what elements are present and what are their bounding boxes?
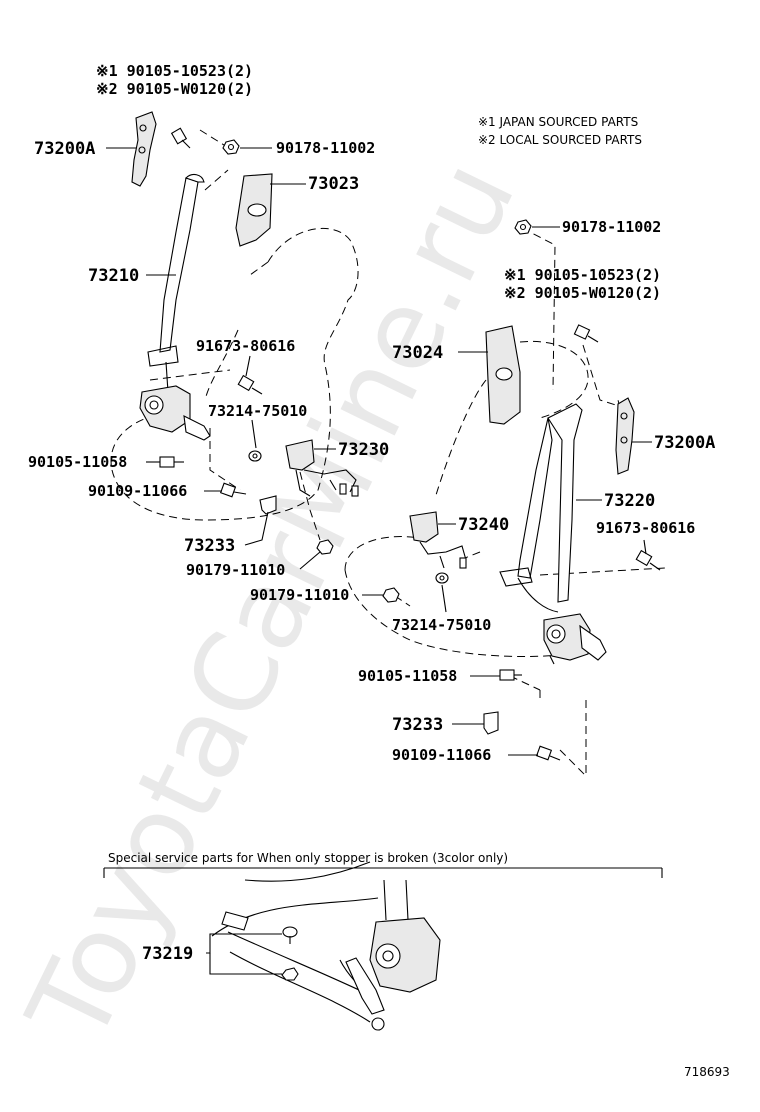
- diagram-id: 718693: [684, 1065, 730, 1079]
- right-bolt-j-label: ※1 90105-10523(2): [504, 266, 661, 284]
- right-pillar-cover: [485, 325, 521, 425]
- right-nut-90179-label: 90179-11010: [250, 586, 349, 604]
- left-nut-90179-icon: [316, 539, 334, 555]
- right-bolt-90109-icon: [535, 745, 561, 761]
- right-nut-90179-icon: [382, 587, 400, 603]
- left-seat-outline: [110, 227, 359, 521]
- service-part-label: 73219: [142, 944, 193, 964]
- right-washer-label: 73214-75010: [392, 616, 491, 634]
- right-washer-icon: [435, 572, 449, 584]
- right-buckle-label: 73240: [458, 515, 509, 535]
- left-bolt-j-label: ※1 90105-10523(2): [96, 62, 253, 80]
- left-seat-detail: [204, 261, 269, 401]
- service-belt-illustration: [211, 861, 441, 1031]
- right-seat-outline: [344, 340, 589, 657]
- left-bolt-90105-label: 90105-11058: [28, 453, 127, 471]
- service-parts-bracket: [103, 867, 663, 878]
- left-buckle: [285, 439, 359, 497]
- left-anchor-plate: [131, 111, 157, 187]
- left-seat-belt-webbing: [147, 173, 205, 393]
- stopper-clip-icon: [281, 967, 299, 981]
- left-clip-icon: [259, 495, 277, 515]
- right-anchor-plate: [615, 397, 635, 475]
- legend-japan: ※1 JAPAN SOURCED PARTS: [478, 115, 638, 129]
- right-top-bolt-icon: [573, 324, 599, 343]
- right-anchor-label: 73200A: [654, 433, 715, 453]
- right-bolt-91673-label: 91673-80616: [596, 519, 695, 537]
- left-buckle-label: 73230: [338, 440, 389, 460]
- service-callout-lines: [206, 933, 282, 975]
- right-top-nut-icon: [514, 219, 532, 235]
- left-bolt-91673-label: 91673-80616: [196, 337, 295, 355]
- left-top-nut-icon: [222, 139, 240, 155]
- left-bolt-91673-icon: [237, 374, 263, 395]
- left-washer-label: 73214-75010: [208, 402, 307, 420]
- left-callout-lines: [106, 147, 336, 570]
- left-anchor-label: 73200A: [34, 139, 95, 159]
- right-bolt-90105-label: 90105-11058: [358, 667, 457, 685]
- right-nut-top-label: 90178-11002: [562, 218, 661, 236]
- left-cover-label: 73023: [308, 174, 359, 194]
- left-bolt-90109-label: 90109-11066: [88, 482, 187, 500]
- left-retractor: [139, 385, 211, 441]
- left-clip-label: 73233: [184, 536, 235, 556]
- left-washer-icon: [248, 450, 262, 462]
- right-belt-label: 73220: [604, 491, 655, 511]
- left-top-bolt-icon: [170, 127, 191, 149]
- stopper-button-icon: [221, 911, 298, 944]
- right-buckle: [409, 511, 467, 569]
- right-clip-label: 73233: [392, 715, 443, 735]
- right-clip-icon: [483, 711, 499, 735]
- right-callout-lines: [362, 226, 652, 756]
- left-nut-90179-label: 90179-11010: [186, 561, 285, 579]
- left-belt-label: 73210: [88, 266, 139, 286]
- left-bolt-l-label: ※2 90105-W0120(2): [96, 80, 253, 98]
- left-bolt-90109-icon: [219, 482, 247, 498]
- right-bolt-90109-label: 90109-11066: [392, 746, 491, 764]
- right-seat-belt-webbing: [499, 403, 583, 613]
- service-caption: Special service parts for When only stop…: [108, 851, 508, 865]
- left-leader-lines: [149, 129, 321, 541]
- left-nut-top-label: 90178-11002: [276, 139, 375, 157]
- right-cover-label: 73024: [392, 343, 443, 363]
- right-retractor: [543, 613, 607, 665]
- left-bolt-90105-icon: [159, 456, 184, 468]
- legend-local: ※2 LOCAL SOURCED PARTS: [478, 133, 642, 147]
- right-bolt-90105-icon: [499, 669, 522, 681]
- left-pillar-cover: [235, 173, 273, 247]
- right-bolt-91673-icon: [635, 549, 661, 571]
- right-bolt-l-label: ※2 90105-W0120(2): [504, 284, 661, 302]
